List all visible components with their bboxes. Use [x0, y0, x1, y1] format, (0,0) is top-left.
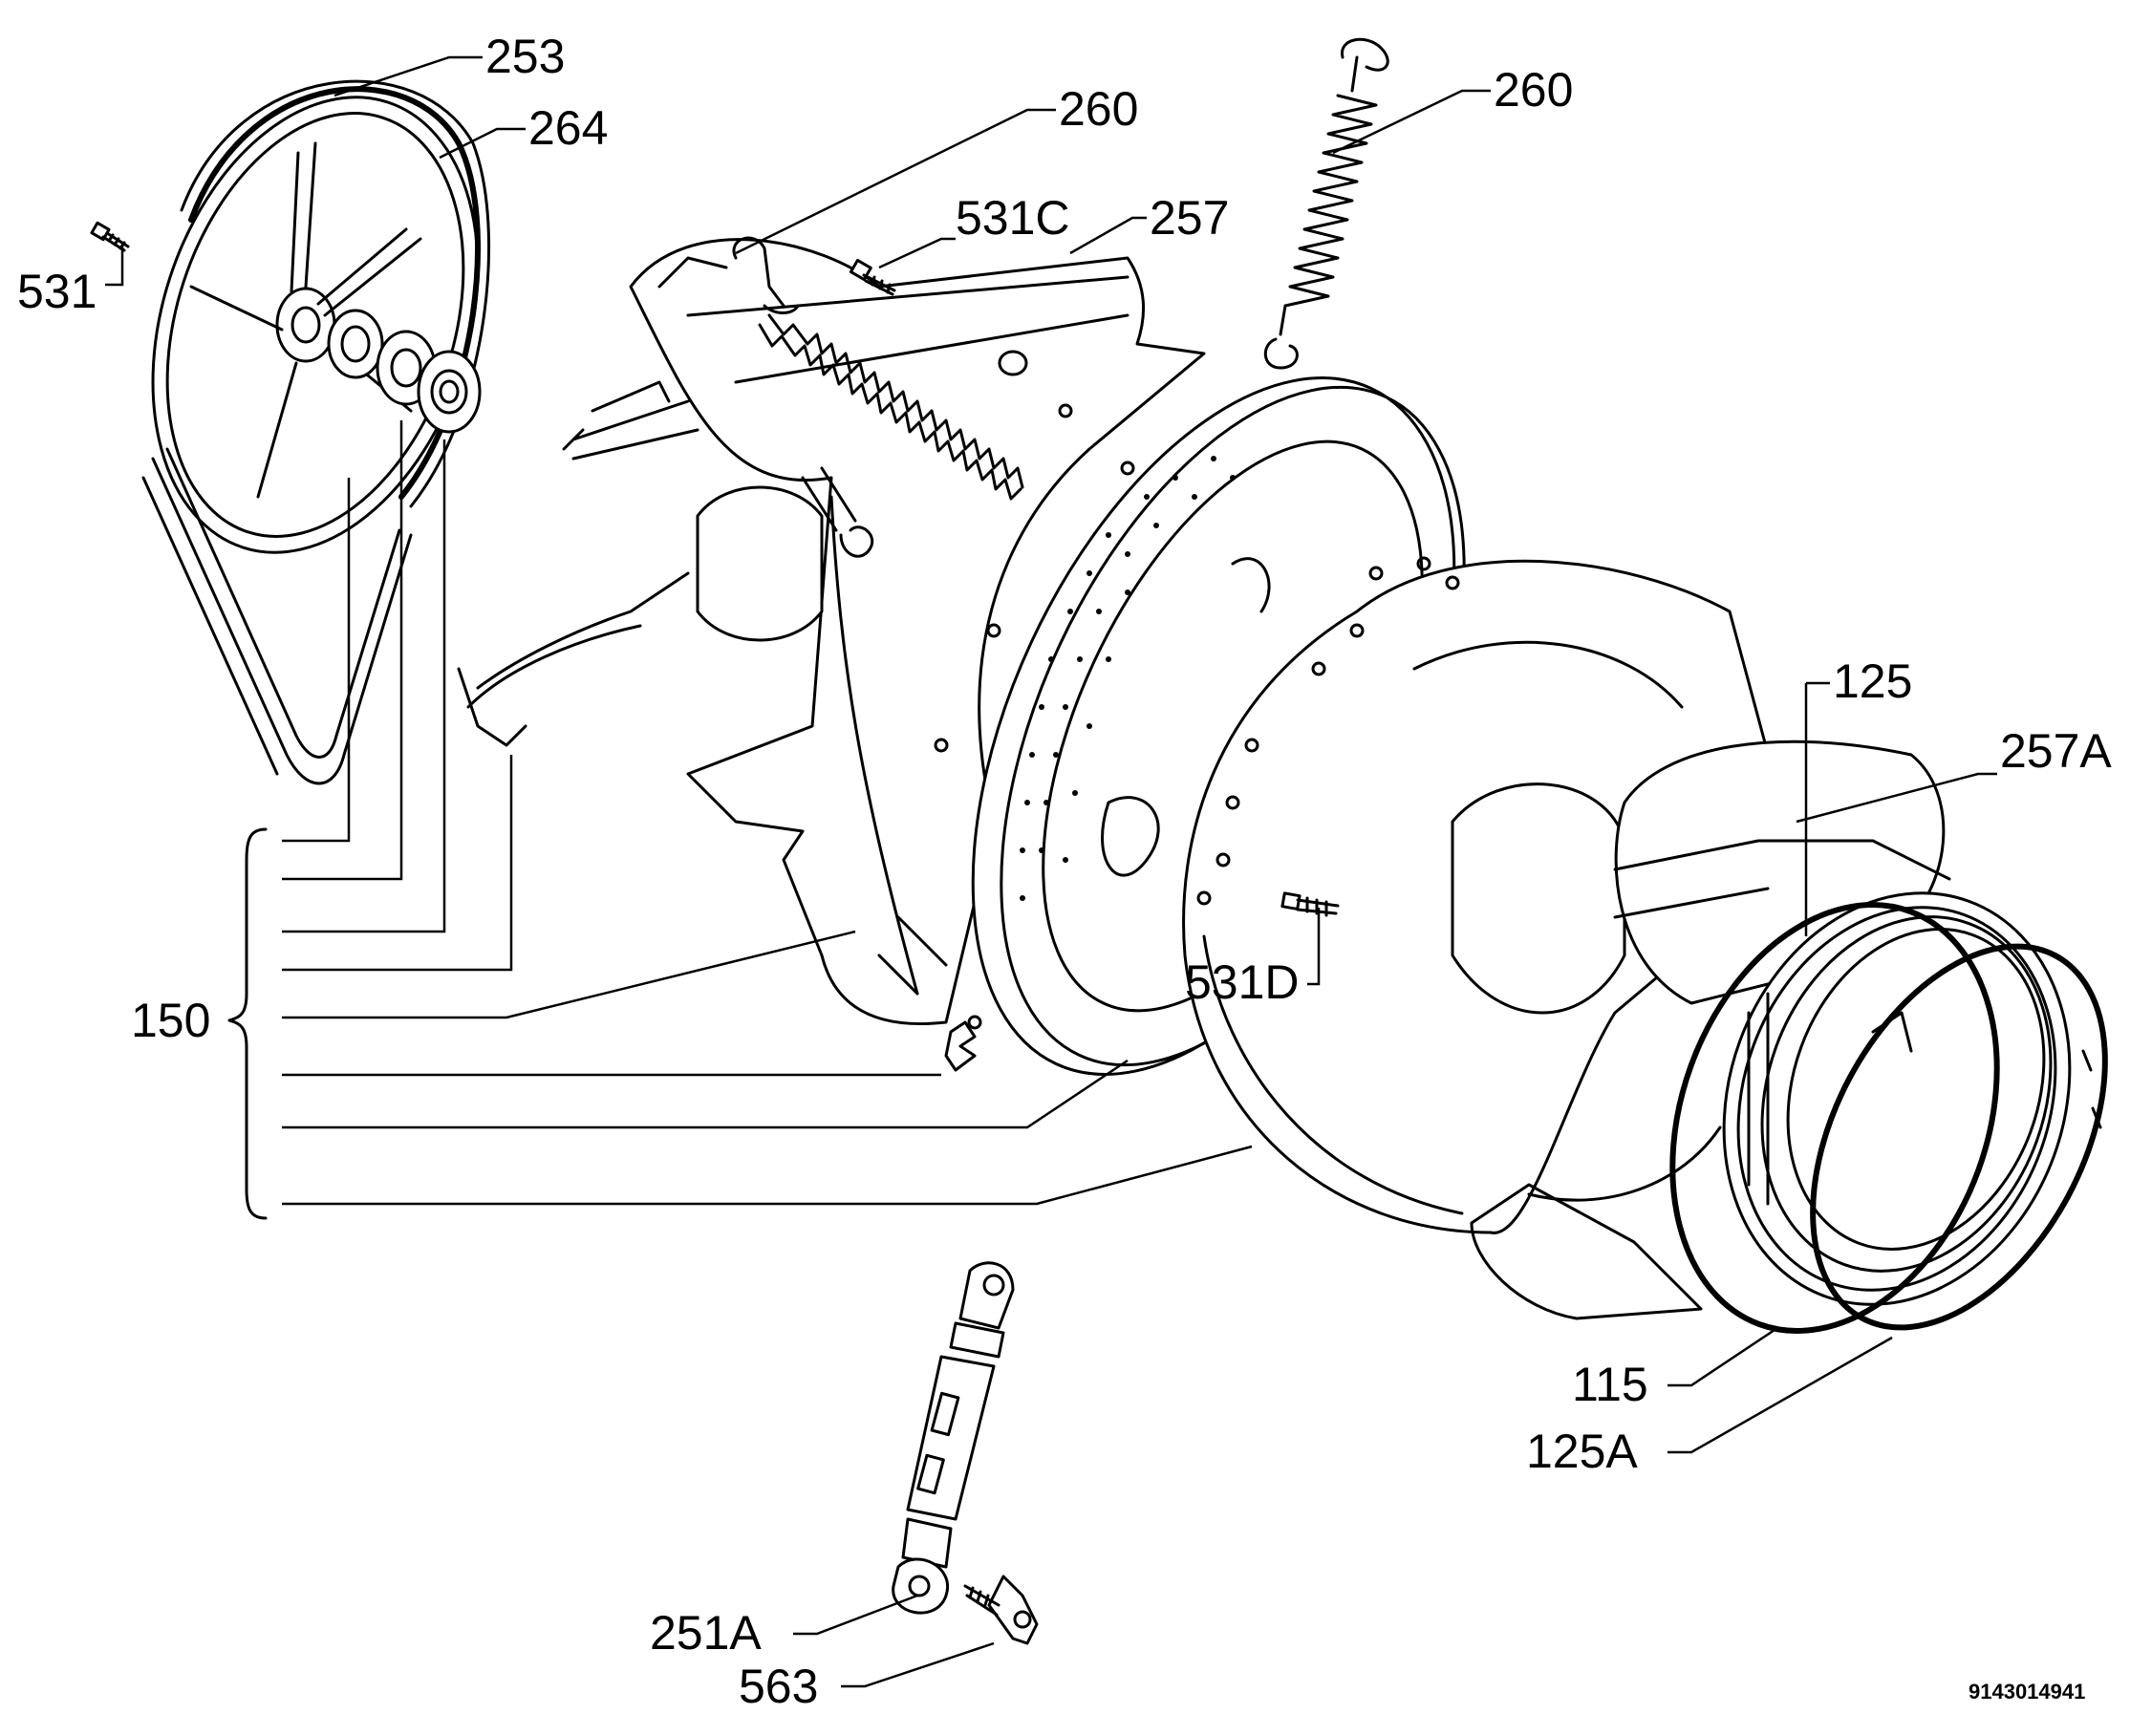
screw-531C — [849, 258, 896, 296]
label-531C: 531C — [956, 191, 1070, 245]
label-257A: 257A — [2000, 724, 2112, 778]
label-260-right: 260 — [1494, 63, 1573, 117]
label-531D: 531D — [1185, 955, 1300, 1009]
label-115: 115 — [1572, 1358, 1648, 1411]
screw-531 — [90, 221, 130, 252]
screw-531D — [1280, 891, 1340, 917]
label-125: 125 — [1833, 654, 1912, 708]
bolt-563 — [963, 1575, 1039, 1645]
suspension-spring-right — [1263, 37, 1389, 370]
leader-lines — [105, 55, 1997, 1688]
bearing-set — [327, 309, 482, 434]
drum-perforations — [1020, 456, 1236, 901]
outer-clamp-ring — [1810, 943, 2108, 1331]
label-253: 253 — [485, 30, 565, 83]
label-150: 150 — [131, 994, 210, 1047]
drawing-code: 9143014941 — [1969, 1680, 2085, 1704]
label-563: 563 — [739, 1660, 818, 1713]
shock-absorber — [892, 1261, 1015, 1615]
drive-pulley-wheel — [151, 79, 490, 554]
label-531: 531 — [17, 265, 97, 318]
drive-belt — [141, 447, 413, 785]
spring-clip — [944, 1020, 977, 1072]
label-260-left: 260 — [1059, 82, 1138, 136]
label-251A: 251A — [650, 1606, 762, 1660]
front-tub-shell — [1182, 556, 1798, 1320]
label-264: 264 — [528, 101, 608, 155]
label-257: 257 — [1150, 191, 1229, 245]
suspension-spring-left — [732, 236, 1024, 558]
label-125A: 125A — [1526, 1425, 1638, 1478]
rear-tub-shell — [457, 238, 1221, 1030]
inner-clamp-ring — [1669, 902, 2000, 1334]
